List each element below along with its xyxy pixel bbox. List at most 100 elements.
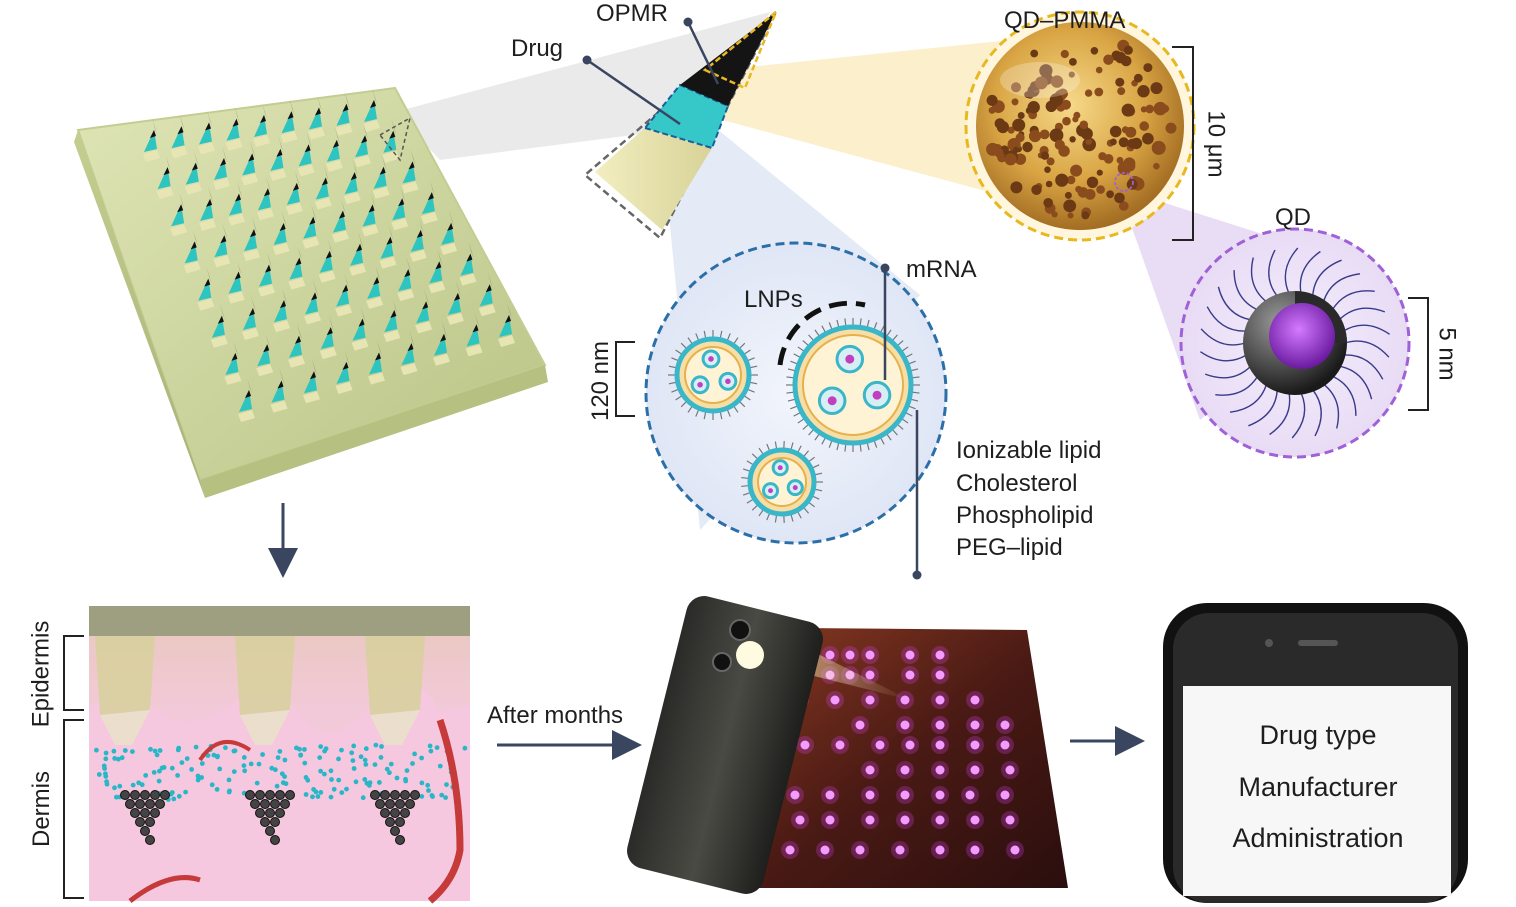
glow-dot [970,695,980,705]
glow-dot [820,845,830,855]
glow-dot [1000,740,1010,750]
qd-dot [1084,89,1093,97]
drug-particle [96,772,102,777]
screen-line-manufacturer: Manufacturer [1238,772,1398,802]
microneedle [400,331,418,376]
glow-dot [865,790,875,800]
ligand [1215,375,1259,396]
glow-dot [935,670,945,680]
qd-dot [1063,199,1077,213]
microneedle [303,359,320,404]
glow-dot [825,650,835,660]
glow-dot [970,720,980,730]
qd-dot [994,118,1006,129]
lnp [786,318,920,452]
microneedle [331,198,349,243]
qd-dot [1004,153,1017,166]
qd-dot [1066,175,1076,185]
drug-particle [159,765,165,771]
drug-particle [349,750,355,756]
drug-particle [344,786,349,792]
glow-dot [1000,720,1010,730]
microneedle [304,280,322,325]
microneedle [198,110,215,155]
drug-particle [339,747,344,753]
qd-dot [1145,104,1154,114]
drug-particle [215,753,221,759]
drug-particle [193,744,199,750]
qd-dot [1109,125,1122,138]
drug-particle [231,769,237,774]
qd-dot [1013,146,1020,153]
bracket-120nm [615,341,635,417]
microneedle [184,150,202,195]
drug-particle [351,766,357,771]
drug-particle [328,768,334,774]
qd-dot [1070,164,1083,177]
drug-particle [269,765,275,771]
microneedle [272,210,290,255]
drug-particle [462,745,468,751]
glow-dot [800,740,810,750]
qd-dot [1086,176,1099,188]
drug-particle [360,795,366,801]
microneedle [243,217,260,262]
microneedle [302,204,320,249]
glow-dot [825,790,835,800]
drug-particle [130,782,136,788]
qd-dot [1022,141,1033,153]
qd-pmma-sphere [964,10,1196,242]
drug-particle [443,795,448,800]
drug-particle [183,789,189,795]
microneedle [354,123,372,168]
qd-dot [1140,106,1147,113]
microneedle [478,272,496,317]
drug-particle [328,794,334,800]
drug-particle [318,790,324,795]
qd-cluster [370,790,420,845]
drug-particle [353,779,359,785]
microneedle [397,257,415,302]
skin-needle [365,636,425,745]
glow-dot [865,765,875,775]
label-size-120nm: 120 nm [587,340,615,422]
microneedle [288,245,306,290]
qd-dot [1028,130,1042,143]
ligand [1291,392,1306,439]
drug-particle [317,755,323,760]
drug-particle [157,768,162,774]
ligand [1268,249,1278,297]
drug-particle [114,794,119,800]
drug-particle [363,762,369,767]
drug-particle [199,761,205,766]
drug-particle [377,780,382,785]
drug-particle [403,778,409,784]
drug-particle [379,744,384,749]
ligand [1339,365,1373,400]
qd-dot [1117,87,1126,96]
ligand [1269,392,1291,436]
drug-particle [363,746,369,752]
microneedle [238,378,255,422]
drug-particle [260,752,265,757]
skin-needle [235,636,295,745]
qd-dot [1121,126,1129,134]
drug-particle [339,790,345,795]
drug-particle [372,762,378,767]
drug-particle [428,748,434,754]
glow-dot [900,815,910,825]
microneedle [270,368,288,413]
drug-particle [434,745,440,750]
drug-particle [419,755,424,761]
drug-particle [323,746,329,752]
drug-particle [387,770,392,776]
drug-particle [350,758,356,763]
drug-particle [274,783,280,789]
drug-particle [169,765,175,771]
ligand [1284,247,1299,294]
microneedle [379,224,397,269]
glow-dot [970,845,980,855]
qd-dot [1007,126,1015,134]
drug-particle [175,747,181,753]
ligand [1299,250,1321,294]
